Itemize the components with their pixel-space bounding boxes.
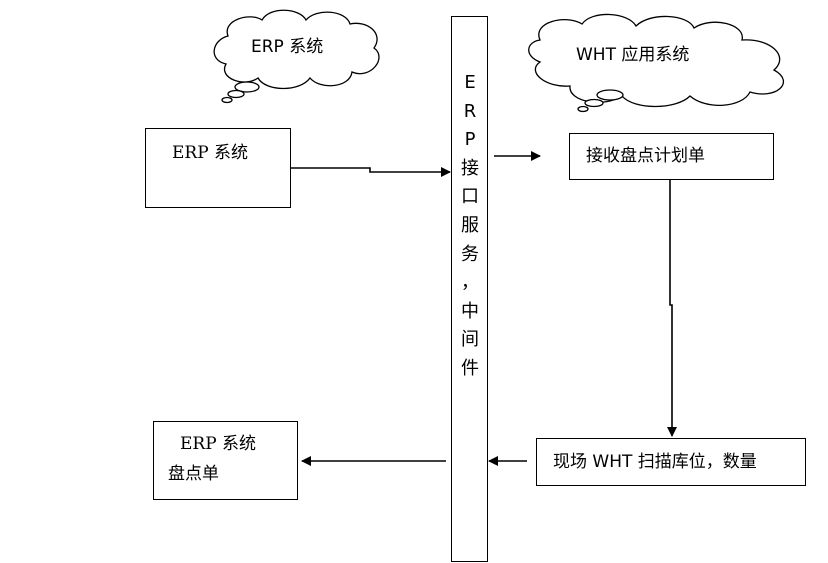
wht-thought-cloud (528, 13, 784, 113)
middleware-label-char: 口 (461, 186, 479, 208)
middleware-label-char: 务 (461, 243, 479, 265)
middleware-label-char: 接 (461, 157, 479, 179)
erp-result-line1: ERP 系统 (180, 434, 257, 454)
middleware-label-char: E (464, 72, 476, 93)
middleware-label-char: 中 (461, 300, 479, 322)
scan-box: 现场 WHT 扫描库位，数量 (536, 438, 806, 486)
middleware-label-char: P (464, 129, 476, 151)
arrow-receive-to-scan (667, 180, 677, 437)
erp-cloud-label: ERP 系统 (251, 37, 324, 57)
erp-source-label: ERP 系统 (172, 143, 249, 163)
erp-thought-cloud (213, 9, 380, 104)
arrow-erp-to-middleware (290, 167, 451, 177)
middleware-label-char: 服 (461, 215, 479, 236)
middleware-label-char: 间 (461, 329, 479, 351)
middleware-label-char: ， (461, 272, 479, 294)
wht-cloud-label: WHT 应用系统 (576, 45, 690, 65)
scan-label: 现场 WHT 扫描库位，数量 (553, 452, 757, 472)
middleware-label-char: 件 (461, 358, 479, 379)
erp-result-line2: 盘点单 (168, 464, 219, 484)
middleware-label-char: R (463, 100, 477, 122)
receive-plan-label: 接收盘点计划单 (586, 146, 705, 166)
receive-plan-box: 接收盘点计划单 (569, 133, 774, 180)
erp-source-box: ERP 系统 (145, 128, 291, 208)
erp-result-box: ERP 系统 盘点单 (153, 421, 298, 500)
